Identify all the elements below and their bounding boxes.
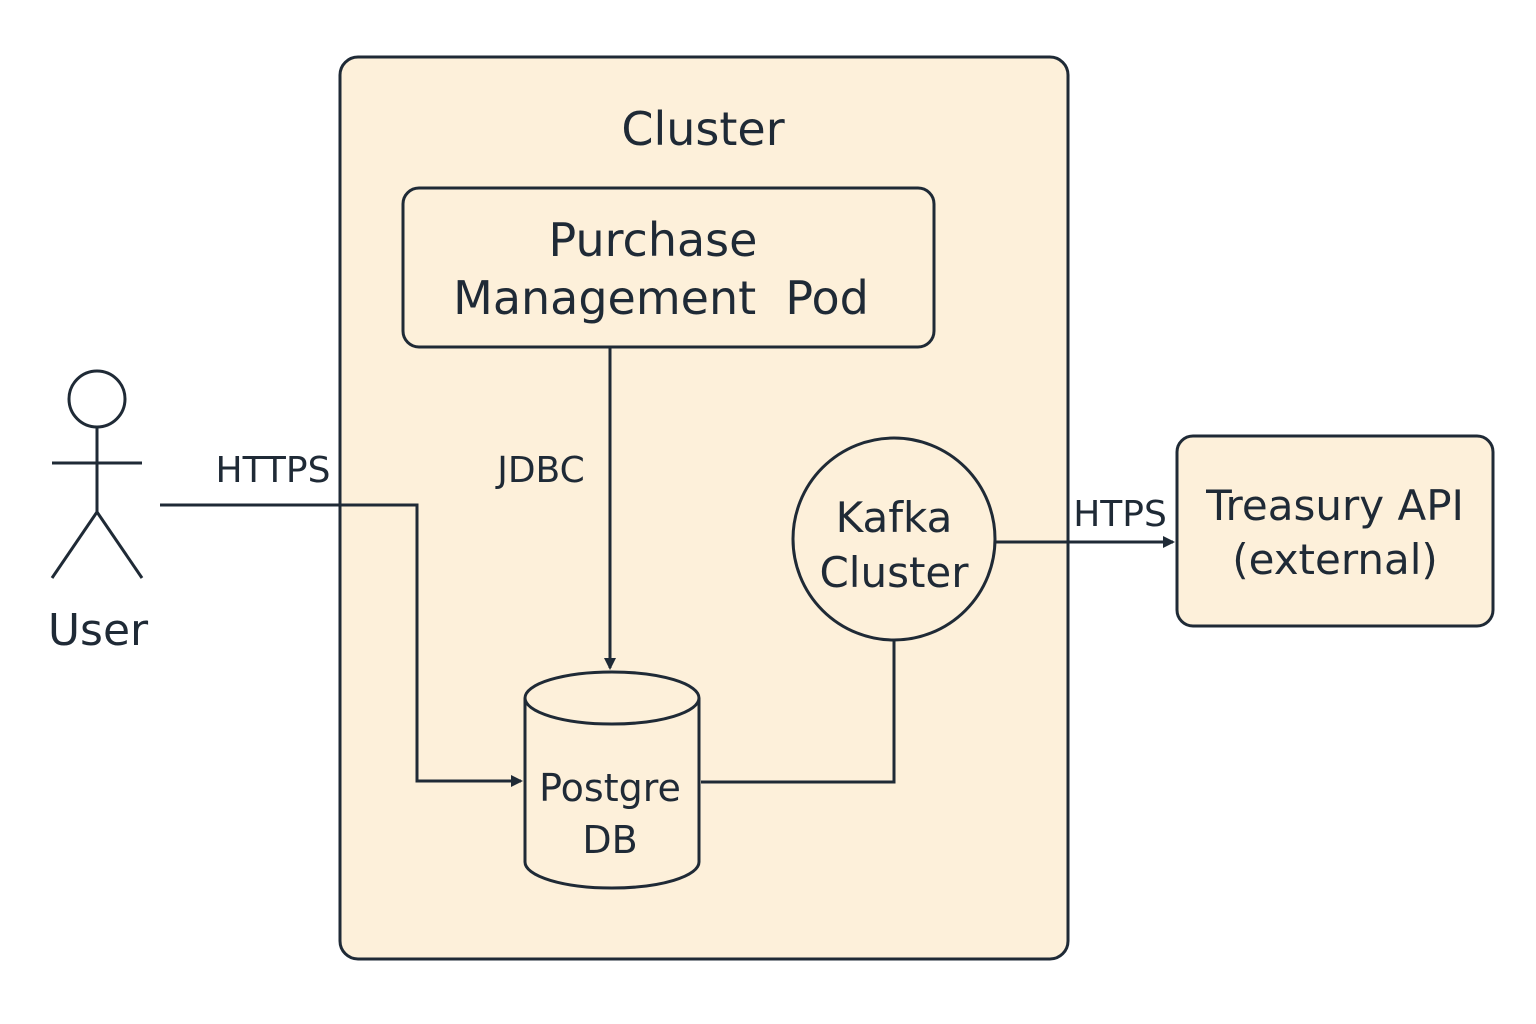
treasury-label-line1: Treasury API [1205, 481, 1464, 530]
treasury-api-external [1175, 434, 1495, 628]
treasury-label-line2: (external) [1232, 535, 1438, 584]
db-label-line1: Postgre [539, 766, 681, 810]
edge-user-to-db [160, 503, 523, 787]
kafka-cluster [791, 436, 997, 642]
db-label-line2: DB [582, 818, 637, 862]
kafka-label-line1: Kafka [836, 493, 953, 542]
kafka-label-line2: Cluster [819, 548, 969, 597]
purchase-management-pod [401, 186, 936, 349]
edge-label-jdbc: JDBC [495, 450, 585, 491]
user-actor-icon [50, 369, 144, 579]
postgres-db [523, 670, 701, 890]
edge-kafka-to-db [701, 641, 896, 784]
cluster-title: Cluster [621, 102, 784, 156]
user-label: User [48, 605, 149, 656]
pod-label-line1: Purchase [549, 213, 758, 267]
edge-label-https: HTTPS [216, 450, 331, 491]
edge-label-htps: HTPS [1073, 494, 1167, 535]
pod-label-line2: Management Pod [453, 271, 869, 325]
